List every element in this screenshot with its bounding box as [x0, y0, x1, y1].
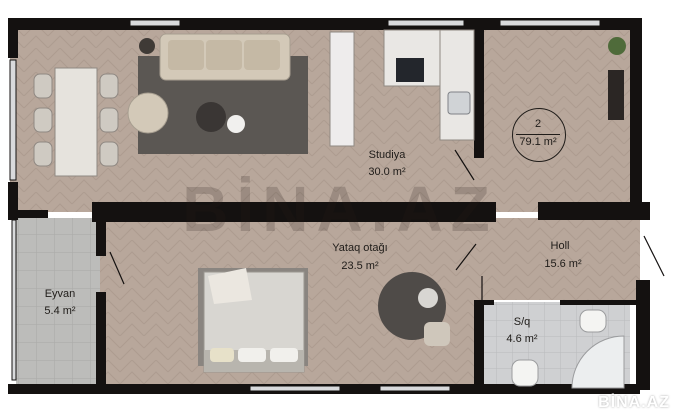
dining-set [33, 67, 119, 177]
hall-floor [480, 218, 640, 300]
summary-badge [512, 108, 566, 162]
balcony-name: Eyvan [44, 288, 76, 300]
watermark-corner: BİNA.AZ [598, 394, 670, 411]
balcony-area: 5.4 m² [44, 305, 76, 317]
bedroom-area: 23.5 m² [341, 260, 379, 272]
sofa [159, 33, 291, 81]
side-table [139, 38, 155, 54]
bed [203, 268, 305, 373]
windows [9, 19, 601, 392]
coffee-table-dark [196, 102, 226, 132]
bathroom-fixtures [511, 309, 625, 389]
tv-console [608, 70, 624, 120]
watermark-main: BİNA.AZ [182, 173, 498, 245]
plant-icon [608, 37, 626, 55]
studio-area: 30.0 m² [368, 166, 406, 178]
bedroom-name: Yataq otağı [332, 242, 388, 254]
summary-total-area: 79.1 m² [519, 136, 557, 148]
hall-name: Holl [550, 240, 570, 252]
armchair [127, 92, 169, 134]
kitchen [329, 29, 475, 147]
summary-badge-divider [516, 134, 560, 135]
stool [418, 288, 438, 308]
balcony-floor [16, 218, 100, 386]
bedroom-chair [424, 322, 450, 346]
coffee-table-white [227, 115, 245, 133]
bathroom-area: 4.6 m² [506, 333, 538, 345]
summary-room-count: 2 [534, 118, 542, 130]
bathroom-name: S/q [513, 316, 531, 328]
hall-area: 15.6 m² [544, 258, 582, 270]
studio-name: Studiya [368, 149, 406, 161]
door-swings [109, 149, 665, 300]
